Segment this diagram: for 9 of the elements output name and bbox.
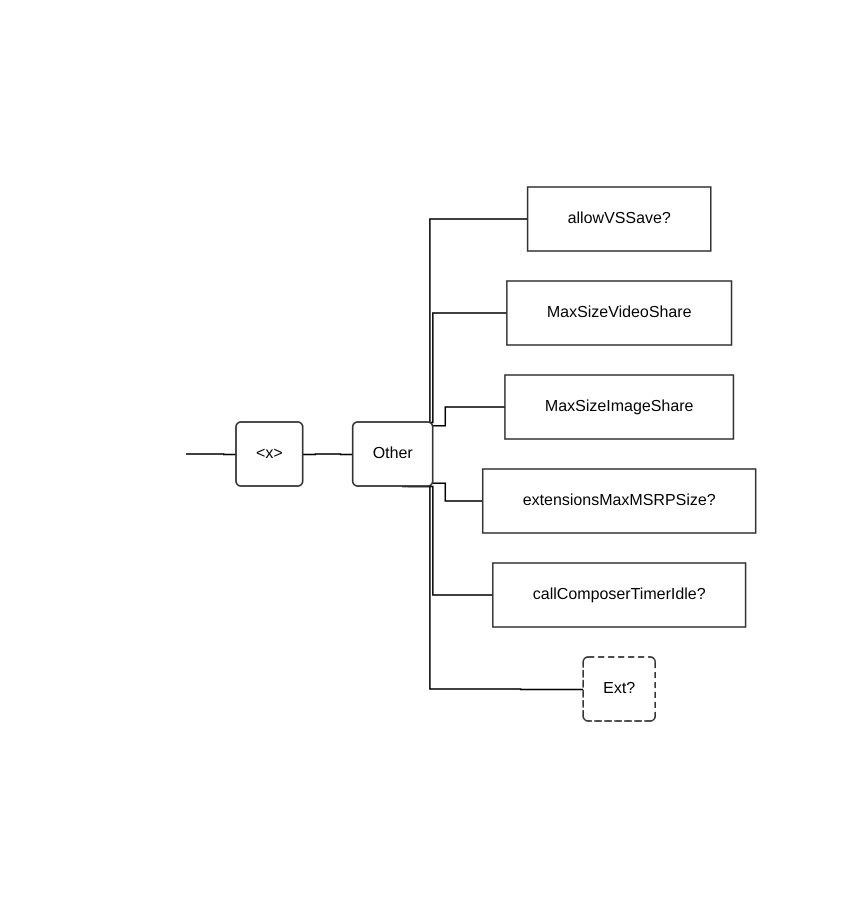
connector [186, 453, 237, 456]
node-box: extensionsMaxMSRPSize? [482, 468, 757, 534]
connector [433, 406, 506, 427]
node-box: callComposerTimerIdle? [492, 562, 746, 628]
node-box: allowVSSave? [527, 186, 712, 252]
node-box: MaxSizeImageShare [504, 374, 734, 440]
connector [433, 482, 483, 502]
connector [303, 453, 354, 456]
node-box: MaxSizeVideoShare [506, 280, 732, 346]
